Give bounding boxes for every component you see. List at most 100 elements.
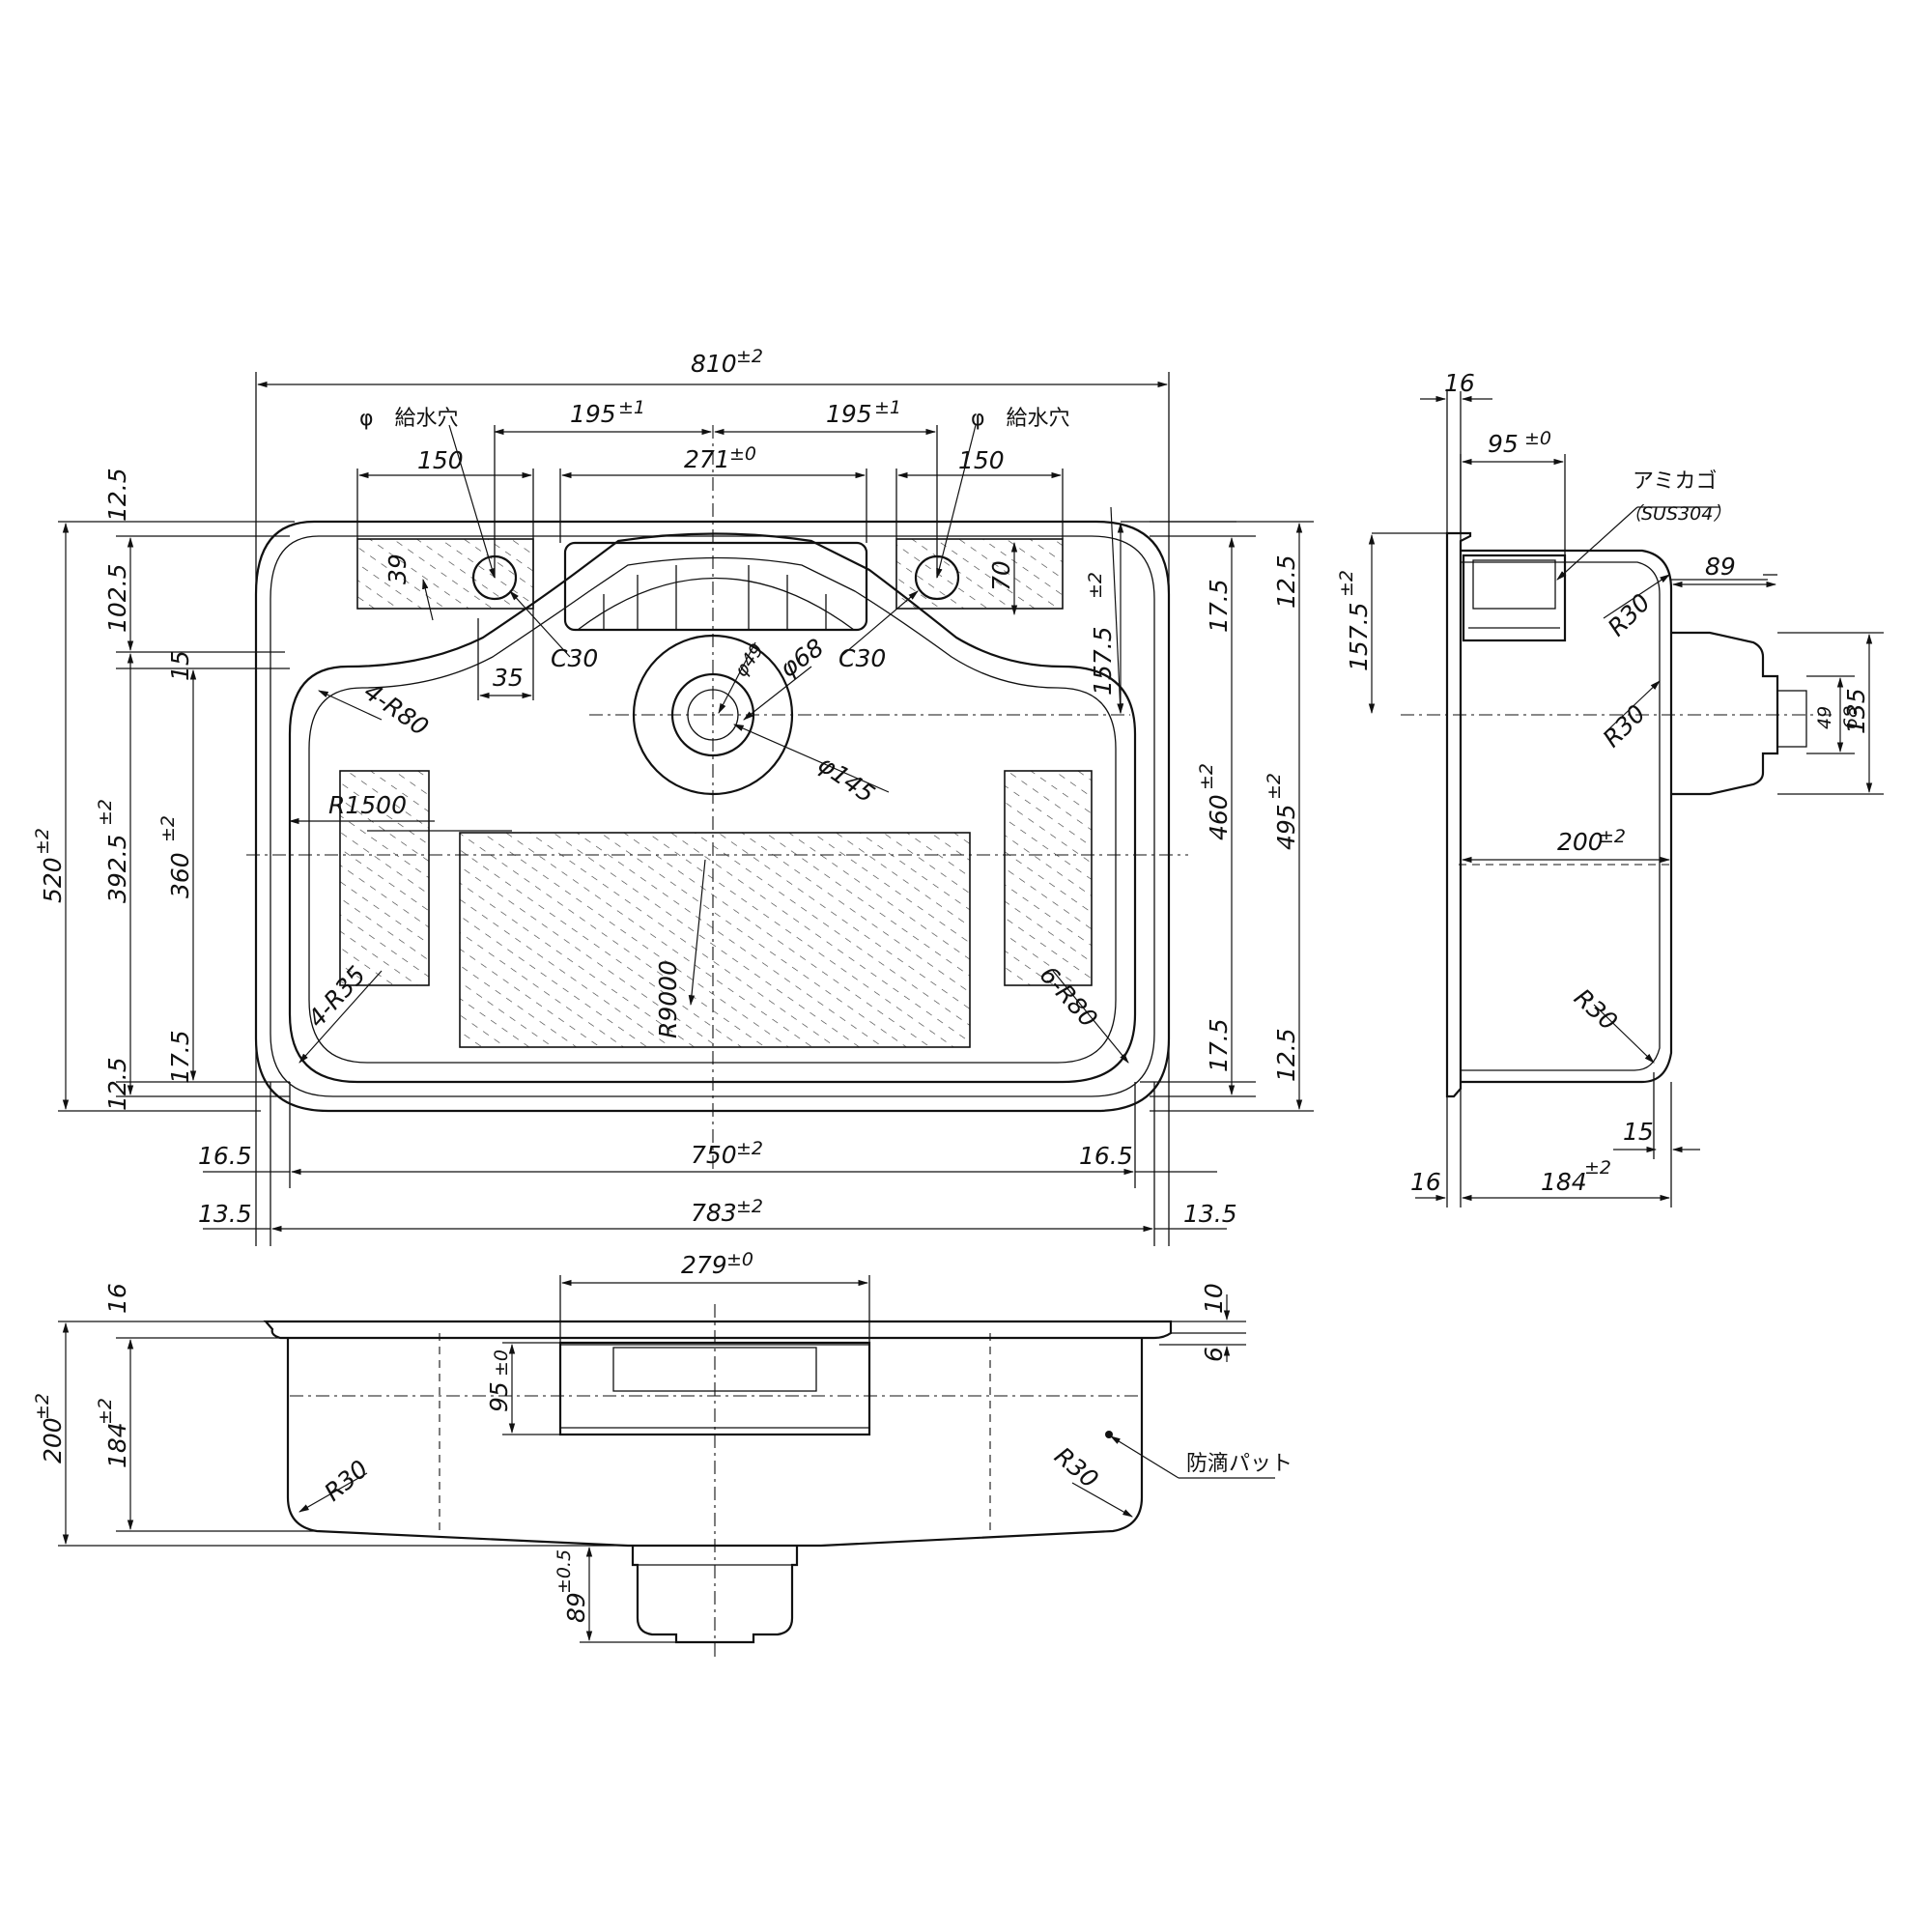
dim-13-5-left: 13.5 [198,1200,252,1228]
dim-520-tol: ±2 [32,828,53,855]
drain-phi49: φ49 [730,639,768,681]
radius-r30-front-left: R30 [319,1455,373,1507]
dim-195-right: 195 [826,400,872,428]
dim-157-5-side: 157.5 [1345,602,1373,671]
dim-195-right-tol: ±1 [874,397,901,418]
dim-150-left: 150 [417,446,464,474]
leader-157-5 [1110,506,1123,715]
faucet-hole-label-right: φ 給水穴 [971,407,1070,431]
chamfer-c30-right: C30 [838,644,886,672]
dim-200-front-tol: ±2 [32,1393,53,1420]
basket-bars [603,565,827,630]
dim-520: 520 [39,857,67,903]
sink-outer-rim [254,520,1171,1113]
radius-r9000: R9000 [654,960,682,1038]
corner-4-r80: 4-R80 [359,677,434,741]
dim-810-tol: ±2 [736,346,763,367]
dim-150-right: 150 [958,446,1005,474]
dim-70: 70 [987,560,1015,591]
dim-184-side-tol: ±2 [1584,1157,1611,1179]
sink-bowl-inner [308,556,1117,1064]
dim-17-5-bottom-right: 17.5 [1205,1018,1233,1072]
dim-460-tol: ±2 [1196,763,1217,790]
dim-783-tol: ±2 [736,1196,763,1217]
dim-95-side: 95 [1488,430,1519,458]
front-view-extension-lines [58,1275,1246,1643]
dim-750-tol: ±2 [736,1138,763,1159]
dim-460: 460 [1205,794,1233,840]
dim-195-left: 195 [570,400,616,428]
dim-68-side: 68 [1840,706,1861,729]
leader-r30-side-3 [1593,1004,1655,1064]
mesh-basket-material: （SUS304） [1623,503,1731,525]
radius-r30-side-3: R30 [1569,983,1623,1036]
leader-phi68 [743,666,812,721]
pad-bowl-center [459,832,971,1048]
faucet-hole-label-left: φ 給水穴 [359,407,459,431]
dim-17-5-bottom-left: 17.5 [166,1030,194,1084]
dim-89-front: 89 [562,1592,590,1623]
leader-hole-left [448,424,496,580]
dim-16-5-left: 16.5 [198,1142,252,1170]
leader-r80-top [318,690,383,721]
drain-outer-ring [632,634,794,796]
leader-r30-side-2 [1603,680,1661,735]
dim-184-front: 184 [103,1422,131,1468]
dim-157-5: 157.5 [1089,626,1117,696]
dim-184-side: 184 [1541,1168,1587,1196]
dim-12-5-top-right: 12.5 [1272,554,1300,609]
dim-360: 360 [166,852,194,898]
drain-inner-ring [687,689,739,741]
dim-783: 783 [691,1199,737,1227]
front-view: 279 ±0 16 10 6 95 ±0 200 ±2 184 ±2 R30 R… [32,1249,1293,1662]
dim-750: 750 [691,1141,737,1169]
dim-16-side-top: 16 [1444,369,1475,397]
leader-r9000 [688,859,706,1007]
dim-15: 15 [166,650,194,681]
dim-15-side: 15 [1623,1118,1654,1146]
leader-mesh-basket [1556,506,1638,581]
leader-r80-bottom [1052,970,1129,1064]
dim-13-5-right: 13.5 [1183,1200,1237,1228]
dim-810: 810 [691,350,737,378]
dim-200-front: 200 [39,1417,67,1463]
leader-c30-right [839,590,919,658]
dim-89-side: 89 [1705,553,1736,581]
pad-bowl-right [1004,770,1093,986]
side-view-drain [1671,631,1779,796]
dim-line-39 [422,578,434,621]
side-view-drain-tail [1776,690,1807,748]
dim-135-side: 135 [1842,688,1870,734]
side-view-body-inner [1461,561,1661,1071]
leader-r35 [298,970,383,1064]
leader-phi49 [718,641,756,714]
dim-271: 271 [684,445,730,473]
dim-95-front: 95 [485,1381,513,1412]
dim-89-front-tol: ±0.5 [554,1549,575,1594]
leader-r30-side-1 [1603,574,1670,619]
pad-label: 防滴パット [1186,1452,1293,1476]
dim-12-5-bottom-right: 12.5 [1272,1028,1300,1082]
dim-16-side-bottom: 16 [1410,1168,1441,1196]
dim-16-5-right: 16.5 [1079,1142,1133,1170]
basket-frame [563,541,868,632]
basket-arch [577,577,855,631]
dim-360-tol: ±2 [157,815,179,842]
leader-phi145 [733,724,890,793]
dim-200-side-tol: ±2 [1599,826,1626,847]
dim-200-side: 200 [1557,828,1604,856]
dim-279: 279 [681,1251,727,1279]
side-view-extension-lines [1372,391,1884,1208]
side-view: 16 95 ±0 アミカゴ （SUS304） 89 R30 R30 R30 15… [1336,369,1884,1208]
dim-195-left-tol: ±1 [618,397,645,418]
dim-495: 495 [1272,804,1300,850]
faucet-pad-right [895,538,1064,610]
dim-35: 35 [493,664,524,692]
dim-10-front: 10 [1200,1283,1228,1314]
dim-157-5-tol: ±2 [1085,572,1106,599]
dim-157-5-side-tol: ±2 [1336,570,1357,597]
front-view-bowl [286,1338,1144,1548]
dim-184-front-tol: ±2 [95,1398,116,1425]
dim-495-tol: ±2 [1264,773,1285,800]
side-view-basket-mesh [1472,559,1556,610]
